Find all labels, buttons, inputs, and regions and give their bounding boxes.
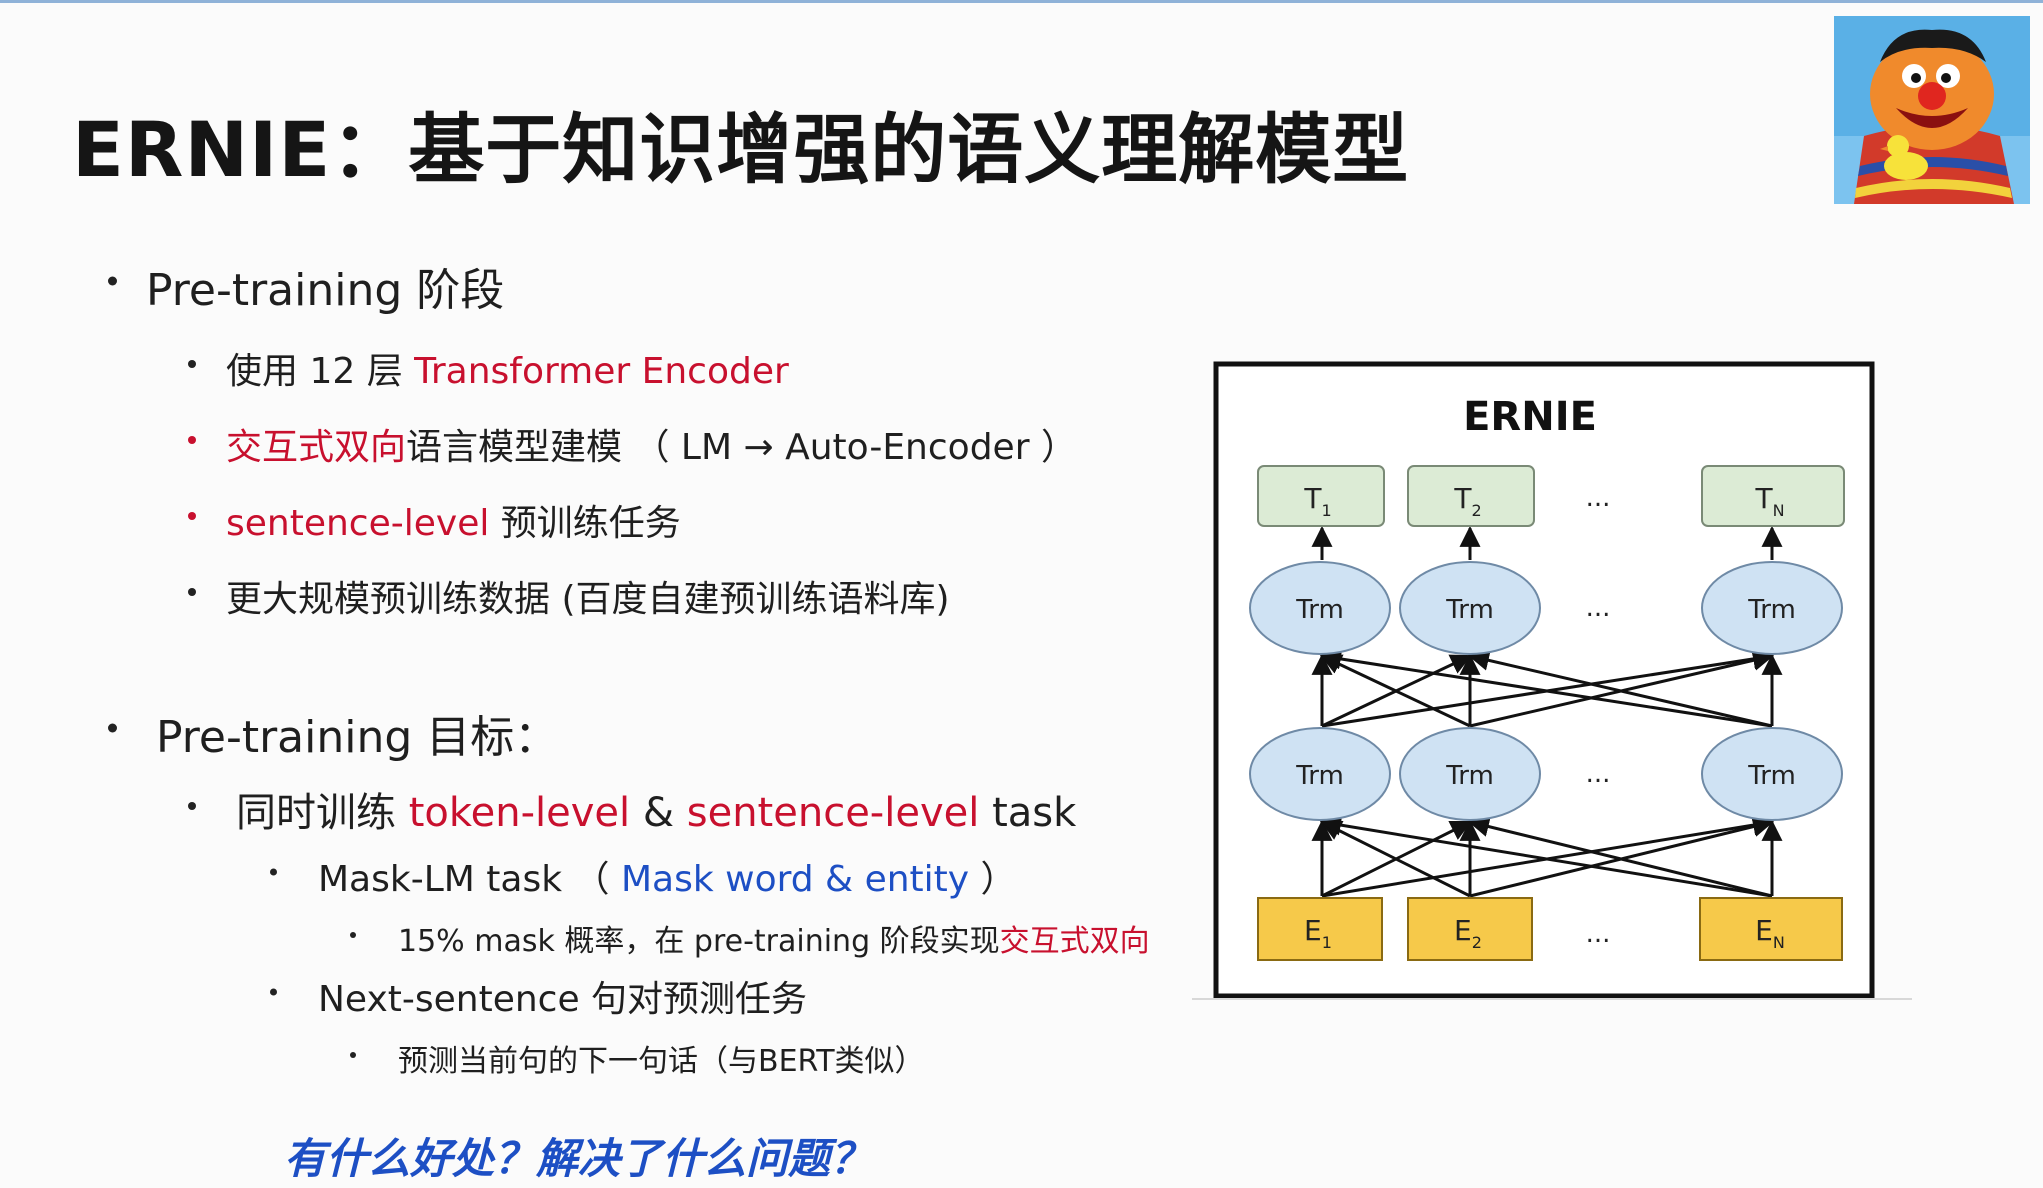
input-label-2: E2: [1454, 914, 1482, 952]
next-sentence-item: Next-sentence 句对预测任务: [270, 966, 1070, 1020]
bullet-dot: [270, 988, 277, 996]
bullet-dot: [108, 723, 117, 733]
trm-lower-ellipsis: ...: [1586, 759, 1611, 789]
mask-lm-detail: 15% mask 概率，在 pre-training 阶段实现交互式双向: [350, 912, 1210, 959]
trm-label: Trm: [1445, 595, 1494, 625]
trm-upper-n: [1701, 561, 1843, 655]
output-ellipsis: ...: [1586, 483, 1611, 513]
section1-item-1: 使用 12 层 Transformer Encoder: [188, 338, 888, 392]
trm-lower-2: [1399, 727, 1541, 821]
diagram-title: ERNIE: [1463, 394, 1597, 440]
input-box-n: [1699, 897, 1843, 961]
input-ellipsis: ...: [1586, 919, 1611, 949]
trm-upper-2: [1399, 561, 1541, 655]
trm-label: Trm: [1295, 595, 1344, 625]
output-label-n: TN: [1754, 482, 1784, 520]
arrows-layer-1: [1311, 814, 1783, 898]
avatar: [1834, 16, 2030, 204]
bullet-dot: [270, 868, 277, 876]
input-box-2: [1407, 897, 1533, 961]
question-text: 有什么好处？解决了什么问题？: [284, 1134, 873, 1183]
diagram-baseline: [1192, 998, 1912, 1000]
mask-lm-item: Mask-LM task （ Mask word & entity ）: [270, 846, 1070, 900]
trm-label: Trm: [1295, 761, 1344, 791]
bullet-dot: [188, 512, 196, 520]
ernie-diagram: ERNIE T1 T2 TN ...: [1213, 361, 1875, 999]
section1-heading: Pre-training 阶段: [108, 250, 608, 316]
section1-item-2: 交互式双向语言模型建模 （ LM → Auto-Encoder ）: [188, 414, 1088, 468]
input-label-1: E1: [1304, 914, 1332, 952]
input-box-1: [1257, 897, 1383, 961]
trm-label: Trm: [1747, 595, 1796, 625]
output-label-1: T1: [1303, 482, 1331, 520]
section1-item-3: sentence-level 预训练任务: [188, 490, 888, 544]
bullet-dot: [188, 436, 196, 444]
bullet-dot: [350, 932, 356, 938]
section1-item-4: 更大规模预训练数据 (百度自建预训练语料库): [188, 566, 988, 620]
trm-label: Trm: [1445, 761, 1494, 791]
bullet-dot: [188, 360, 196, 368]
top-accent-line: [0, 0, 2043, 3]
next-sentence-detail: 预测当前句的下一句话（与BERT类似）: [350, 1032, 1150, 1079]
page-title: ERNIE：基于知识增强的语义理解模型: [72, 105, 1410, 194]
bullet-dot: [108, 276, 117, 286]
input-row: E1 E2 EN ...: [1257, 897, 1843, 961]
output-box-n: [1701, 465, 1845, 527]
output-label-2: T2: [1453, 482, 1481, 520]
bullet-dot: [350, 1052, 356, 1058]
section2-heading: Pre-training 目标：: [108, 697, 708, 763]
trm-upper-ellipsis: ...: [1586, 593, 1611, 623]
trm-lower-1: [1249, 727, 1391, 821]
bullet-dot: [188, 802, 196, 810]
output-box-1: [1257, 465, 1385, 527]
trm-row-lower: Trm Trm Trm ...: [1249, 727, 1843, 821]
arrows-layer-3: [1311, 525, 1783, 560]
trm-label: Trm: [1747, 761, 1796, 791]
output-box-2: [1407, 465, 1535, 527]
arrows-layer-2: [1311, 648, 1783, 728]
input-label-n: EN: [1755, 914, 1785, 952]
bullet-dot: [188, 588, 196, 596]
trm-lower-n: [1701, 727, 1843, 821]
trm-row-upper: Trm Trm Trm ...: [1249, 561, 1843, 655]
section2-sub: 同时训练 token-level & sentence-level task: [188, 778, 1088, 836]
trm-upper-1: [1249, 561, 1391, 655]
output-row: T1 T2 TN ...: [1257, 465, 1845, 527]
